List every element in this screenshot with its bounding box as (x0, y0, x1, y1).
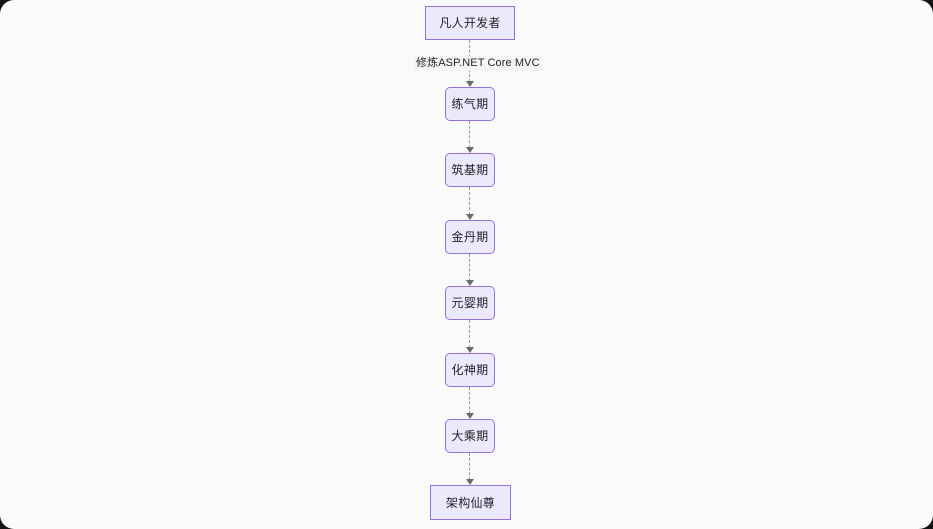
edge-line (469, 387, 471, 414)
flow-node-n2[interactable]: 筑基期 (445, 153, 495, 187)
edge-line (469, 254, 471, 281)
edge-arrowhead (465, 280, 474, 286)
flow-node-n7[interactable]: 架构仙尊 (430, 485, 511, 520)
edge-arrowhead (465, 214, 474, 220)
edge-arrowhead (465, 347, 474, 353)
edge-arrowhead (465, 81, 474, 87)
flow-node-n6[interactable]: 大乘期 (445, 419, 495, 453)
flow-node-n3[interactable]: 金丹期 (445, 220, 495, 254)
edge-label: 修炼ASP.NET Core MVC (413, 56, 543, 71)
flow-node-n1[interactable]: 练气期 (445, 87, 495, 121)
edge-line (469, 187, 471, 215)
edge-line (469, 320, 471, 348)
edge-arrowhead (465, 413, 474, 419)
flow-node-n4[interactable]: 元婴期 (445, 286, 495, 320)
edge-arrowhead (465, 479, 474, 485)
flow-node-n5[interactable]: 化神期 (445, 353, 495, 387)
edge-line (469, 453, 471, 480)
edge-line (469, 121, 471, 148)
edge-arrowhead (465, 147, 474, 153)
flow-node-n0[interactable]: 凡人开发者 (425, 6, 515, 40)
